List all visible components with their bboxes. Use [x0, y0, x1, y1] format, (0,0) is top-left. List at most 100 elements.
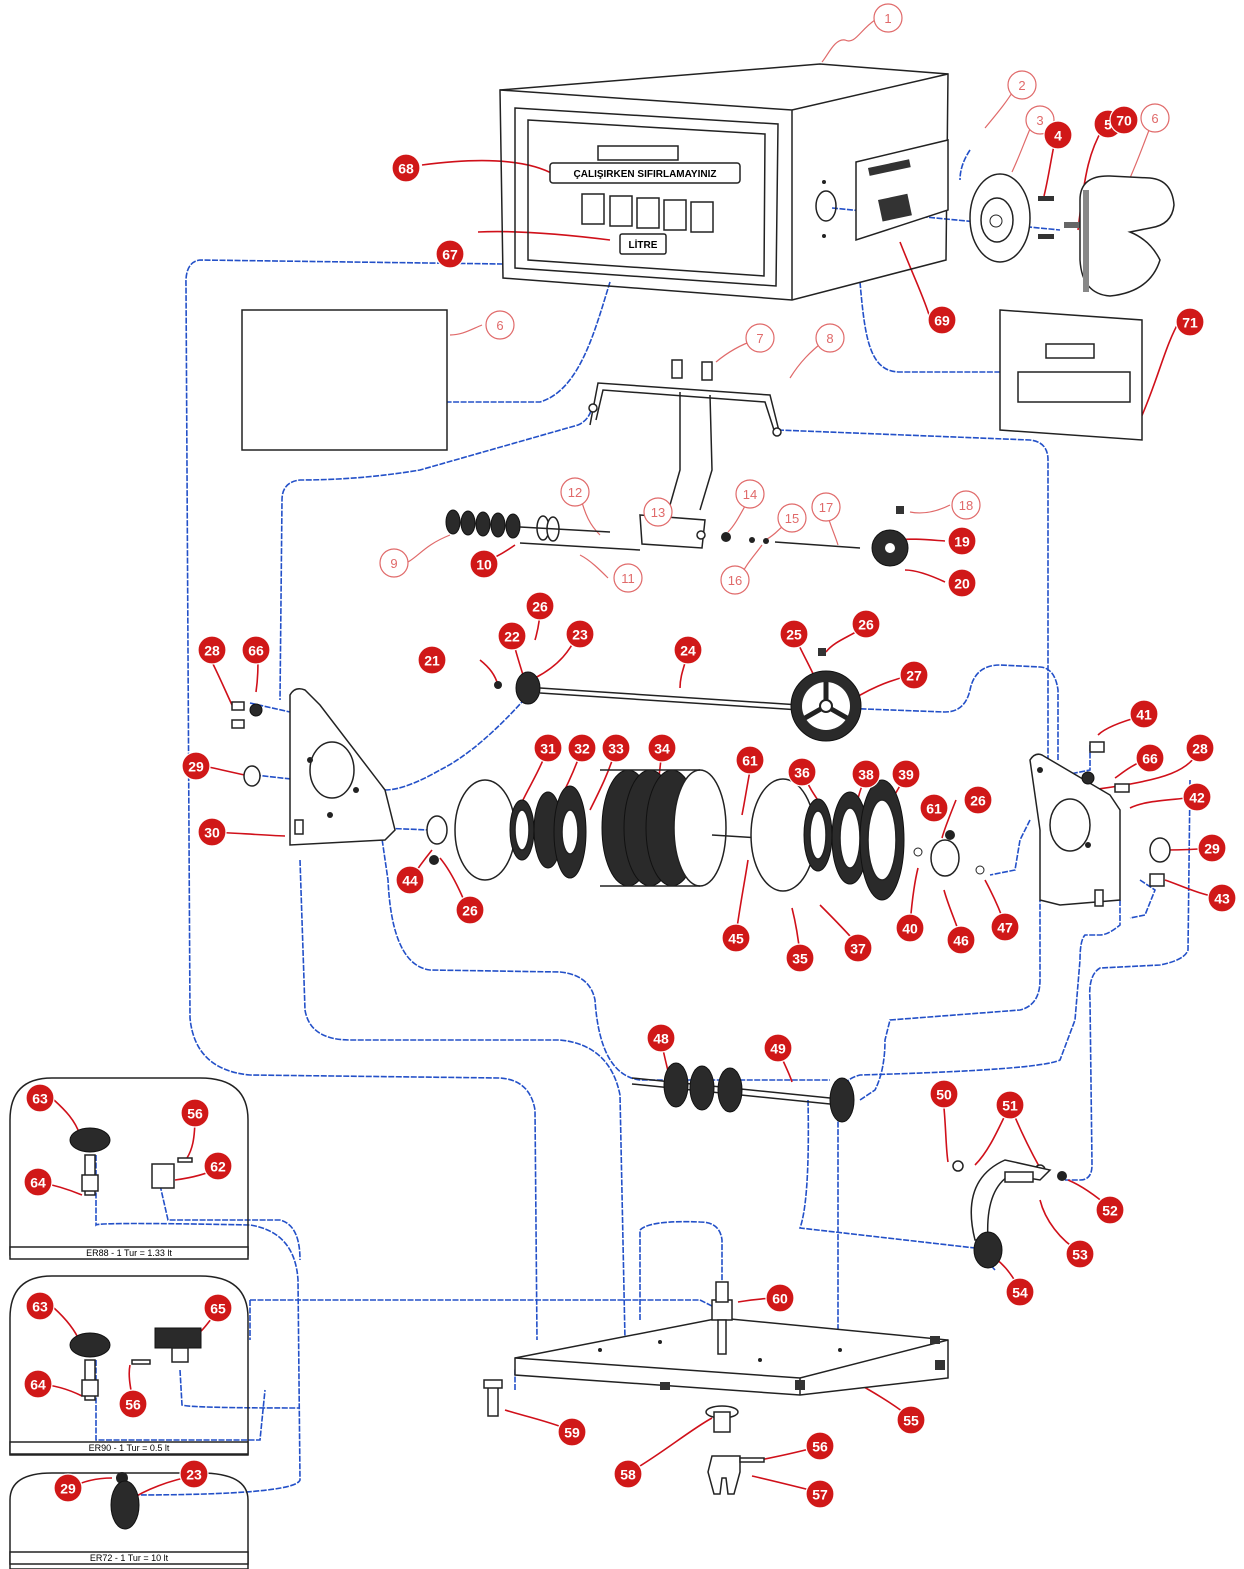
lower-shaft — [631, 1062, 855, 1123]
callout-number: 66 — [1142, 751, 1158, 767]
callout-31: 31 — [533, 733, 563, 763]
callout-23: 23 — [565, 619, 595, 649]
callout-number: 49 — [770, 1041, 786, 1057]
callout-18: 18 — [951, 490, 981, 520]
callout-bubble — [613, 563, 643, 593]
callout-28: 28 — [197, 635, 227, 665]
callout-50: 50 — [929, 1079, 959, 1109]
callout-number: 61 — [926, 801, 942, 817]
callout-bubble — [735, 479, 765, 509]
callout-number: 50 — [936, 1087, 952, 1103]
callout-bubble — [560, 477, 590, 507]
reset-shaft-assembly — [445, 506, 909, 567]
knob-assembly — [969, 173, 1175, 297]
callout-number: 20 — [954, 576, 970, 592]
counter-wheel-assembly — [426, 769, 985, 901]
callout-number: 62 — [210, 1159, 226, 1175]
callout-bubble — [23, 1167, 53, 1197]
callout-bubble — [779, 619, 809, 649]
callout-53: 53 — [1065, 1239, 1095, 1269]
callout-number: 36 — [794, 765, 810, 781]
callout-number: 64 — [30, 1175, 46, 1191]
callout-bubble — [1207, 883, 1237, 913]
callout-10: 10 — [469, 549, 499, 579]
callout-25: 25 — [779, 619, 809, 649]
callout-26: 26 — [851, 609, 881, 639]
callout-number: 39 — [898, 767, 914, 783]
callout-bubble — [873, 3, 903, 33]
callout-bubble — [1135, 743, 1165, 773]
callout-23: 23 — [179, 1459, 209, 1489]
callout-number: 70 — [1116, 113, 1132, 129]
callout-58: 58 — [613, 1459, 643, 1489]
callout-number: 56 — [812, 1439, 828, 1455]
callout-number: 40 — [902, 921, 918, 937]
right-bracket — [1029, 741, 1171, 907]
callout-bubble — [947, 568, 977, 598]
callout-26: 26 — [525, 591, 555, 621]
callout-55: 55 — [896, 1405, 926, 1435]
callout-bubble — [947, 526, 977, 556]
callout-number: 10 — [476, 557, 492, 573]
callout-37: 37 — [843, 933, 873, 963]
callout-number: 29 — [60, 1481, 76, 1497]
callout-number: 31 — [540, 741, 556, 757]
callout-6: 6 — [1140, 103, 1170, 133]
callout-bubble — [805, 1479, 835, 1509]
callout-number: 27 — [906, 668, 922, 684]
callout-bubble — [851, 759, 881, 789]
callout-bubble — [896, 1405, 926, 1435]
callout-36: 36 — [787, 757, 817, 787]
callout-number: 56 — [187, 1106, 203, 1122]
callout-bubble — [601, 733, 631, 763]
callout-63: 63 — [25, 1083, 55, 1113]
callout-1: 1 — [873, 3, 903, 33]
callout-number: 21 — [424, 653, 440, 669]
callout-number: 23 — [186, 1467, 202, 1483]
callout-number: 22 — [504, 629, 520, 645]
callout-number: 25 — [786, 627, 802, 643]
callout-number: 24 — [680, 643, 696, 659]
callout-34: 34 — [647, 733, 677, 763]
callout-29: 29 — [181, 751, 211, 781]
callout-bubble — [1182, 782, 1212, 812]
callout-bubble — [765, 1283, 795, 1313]
callout-71: 71 — [1175, 307, 1205, 337]
callout-20: 20 — [947, 568, 977, 598]
callout-number: 26 — [858, 617, 874, 633]
callout-49: 49 — [763, 1033, 793, 1063]
callout-bubble — [735, 745, 765, 775]
callout-bubble — [53, 1473, 83, 1503]
callout-number: 58 — [620, 1467, 636, 1483]
callout-number: 29 — [1204, 841, 1220, 857]
callout-number: 23 — [572, 627, 588, 643]
callout-26: 26 — [963, 785, 993, 815]
callout-number: 56 — [125, 1397, 141, 1413]
callout-bubble — [1185, 733, 1215, 763]
callout-54: 54 — [1005, 1277, 1035, 1307]
callout-number: 13 — [651, 505, 665, 520]
callout-bubble — [181, 751, 211, 781]
callout-bubble — [673, 635, 703, 665]
callout-24: 24 — [673, 635, 703, 665]
callout-29: 29 — [53, 1473, 83, 1503]
callout-bubble — [25, 1291, 55, 1321]
callout-bubble — [721, 923, 751, 953]
callout-16: 16 — [720, 565, 750, 595]
callout-29: 29 — [1197, 833, 1227, 863]
callout-bubble — [417, 645, 447, 675]
callout-bubble — [777, 503, 807, 533]
callout-number: 67 — [442, 247, 458, 263]
callout-number: 66 — [248, 643, 264, 659]
callout-number: 64 — [30, 1377, 46, 1393]
callout-47: 47 — [990, 912, 1020, 942]
left-bracket — [231, 688, 396, 846]
callout-number: 45 — [728, 931, 744, 947]
callout-4: 4 — [1043, 120, 1073, 150]
callout-number: 19 — [954, 534, 970, 550]
callout-number: 3 — [1036, 113, 1043, 128]
callout-number: 26 — [970, 793, 986, 809]
callout-61: 61 — [735, 745, 765, 775]
